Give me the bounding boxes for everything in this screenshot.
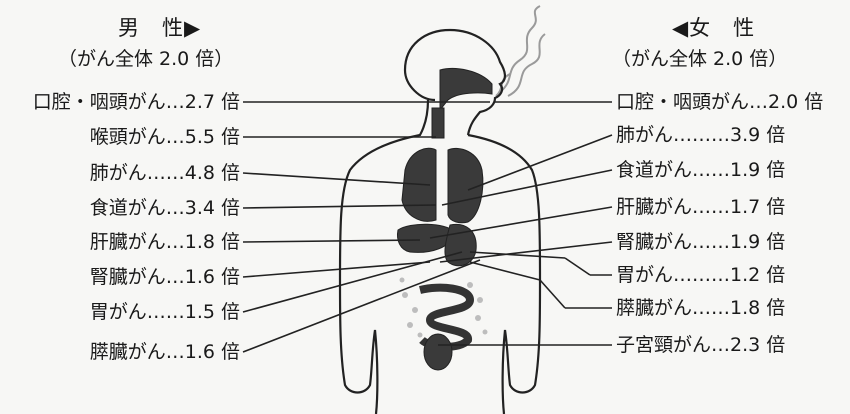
female-subtitle: （がん全体 2.0 倍）: [612, 44, 787, 71]
female-item-oral-pharynx: 口腔・咽頭がん…2.0 倍: [616, 91, 823, 113]
female-item-liver: 肝臓がん……1.7 倍: [616, 196, 785, 218]
female-item-lung: 肺がん………3.9 倍: [616, 124, 785, 146]
female-item-esophagus: 食道がん……1.9 倍: [616, 159, 785, 181]
male-subtitle: （がん全体 2.0 倍）: [58, 44, 233, 71]
lungs: [402, 148, 483, 223]
larynx: [432, 108, 444, 138]
female-item-stomach: 胃がん………1.2 倍: [616, 264, 785, 286]
mouth-pharynx: [440, 69, 492, 110]
female-heading: ◀女 性: [672, 12, 755, 42]
male-item-esophagus: 食道がん…3.4 倍: [90, 197, 240, 219]
male-heading: 男 性▶: [118, 12, 201, 42]
male-item-oral-pharynx: 口腔・咽頭がん…2.7 倍: [33, 91, 240, 113]
male-item-pancreas: 膵臓がん…1.6 倍: [90, 341, 240, 363]
female-item-pancreas: 膵臓がん……1.8 倍: [616, 297, 785, 319]
female-item-kidney: 腎臓がん……1.9 倍: [616, 231, 785, 253]
male-item-lung: 肺がん……4.8 倍: [90, 162, 240, 184]
male-item-liver: 肝臓がん…1.8 倍: [90, 231, 240, 253]
female-item-cervix: 子宮頸がん…2.3 倍: [616, 334, 785, 356]
uterus: [424, 334, 452, 370]
male-item-kidney: 腎臓がん…1.6 倍: [90, 266, 240, 288]
male-item-larynx: 喉頭がん…5.5 倍: [90, 126, 240, 148]
male-item-stomach: 胃がん……1.5 倍: [90, 301, 240, 323]
